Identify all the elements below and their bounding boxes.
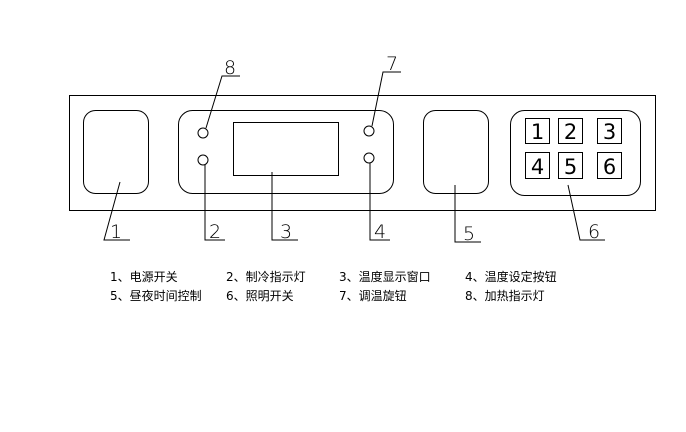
legend-item-7: 7、调温旋钮: [339, 289, 407, 303]
light-button-1: [525, 118, 550, 144]
light-button-3: [597, 118, 622, 144]
panel-outline: [69, 95, 656, 211]
heating-indicator-light: [197, 127, 209, 139]
light-button-label: 2: [564, 120, 577, 144]
light-button-5: [558, 152, 583, 179]
temperature-panel: [178, 110, 394, 194]
temperature-set-button: [363, 152, 375, 164]
legend-item-4: 4、温度设定按钮: [465, 270, 557, 284]
temperature-adjust-knob: [363, 125, 375, 137]
day-night-timer-control: [423, 110, 489, 194]
light-button-label: 5: [564, 155, 577, 179]
legend-item-5: 5、昼夜时间控制: [110, 289, 202, 303]
legend-item-3: 3、温度显示窗口: [339, 270, 431, 284]
leader-line-5: [454, 185, 481, 243]
callout-6: 6: [588, 221, 600, 243]
light-button-label: 6: [603, 155, 616, 179]
power-switch: [83, 110, 149, 194]
light-button-4: [525, 152, 550, 179]
lighting-buttons: 1 2 3 4 5 6: [525, 118, 622, 179]
legend-item-6: 6、照明开关: [226, 289, 294, 303]
lighting-switch-panel: [510, 110, 641, 196]
leader-line-8: [205, 75, 240, 129]
callout-7: 7: [386, 53, 398, 75]
legend-item-1: 1、电源开关: [110, 270, 178, 284]
leader-line-2: [204, 165, 225, 241]
cooling-indicator-light: [197, 154, 209, 166]
temperature-display-window: [233, 122, 339, 176]
leader-line-1: [103, 181, 130, 241]
callout-4: 4: [374, 221, 386, 243]
leader-line-7: [371, 71, 401, 127]
legend-item-2: 2、制冷指示灯: [226, 270, 306, 284]
light-button-label: 3: [603, 120, 616, 144]
leader-line-6: [567, 184, 605, 241]
callout-2: 2: [209, 221, 221, 243]
light-button-label: 4: [531, 155, 544, 179]
callout-1: 1: [110, 221, 122, 243]
leader-lines: [103, 71, 605, 243]
leader-line-4: [369, 163, 390, 241]
light-button-label: 1: [531, 120, 544, 144]
light-button-2: [558, 118, 583, 144]
leader-line-3: [271, 172, 298, 241]
callout-3: 3: [280, 221, 292, 243]
legend-item-8: 8、加热指示灯: [465, 289, 545, 303]
light-button-6: [597, 152, 622, 179]
callout-8: 8: [224, 57, 236, 79]
callout-5: 5: [463, 223, 475, 245]
